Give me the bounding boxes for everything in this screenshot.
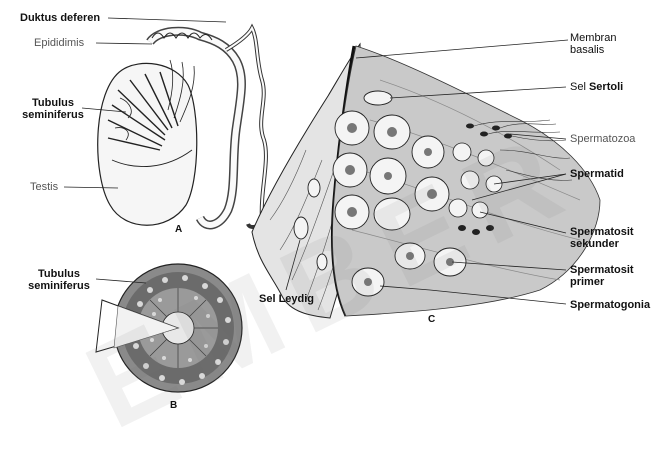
panel-label-b: B	[170, 400, 177, 411]
label-membran-basalis: Membran basalis	[570, 32, 650, 56]
label-spermatosit-primer: Spermatosit primer	[570, 264, 650, 288]
label-sel-sertoli: Sel Sertoli	[570, 81, 623, 93]
leader-epididimis	[96, 43, 152, 44]
leydig-cell	[308, 179, 320, 197]
panel-label-c: C	[428, 314, 435, 325]
label-tubulus-seminiferus-b: Tubulus seminiferus	[22, 268, 96, 292]
label-spermatogonia: Spermatogonia	[570, 299, 650, 311]
label-duktus-deferen: Duktus deferen	[20, 12, 100, 24]
label-tubulus-seminiferus-a: Tubulus seminiferus	[20, 97, 86, 121]
label-epididimis: Epididimis	[34, 37, 84, 49]
panel-label-a: A	[175, 224, 182, 235]
label-sel-leydig: Sel Leydig	[259, 293, 314, 305]
testis-figure	[98, 28, 266, 227]
label-spermatid: Spermatid	[570, 168, 624, 180]
label-sel-sertoli-prefix: Sel	[570, 81, 589, 93]
label-testis: Testis	[30, 181, 58, 193]
label-spermatosit-sekunder: Spermatosit sekunder	[570, 226, 650, 250]
sertoli-cell	[364, 91, 392, 105]
leader-duktus	[108, 18, 226, 22]
label-spermatozoa: Spermatozoa	[570, 133, 635, 145]
leader-membran	[356, 40, 568, 58]
label-sel-sertoli-word: Sertoli	[589, 81, 623, 93]
